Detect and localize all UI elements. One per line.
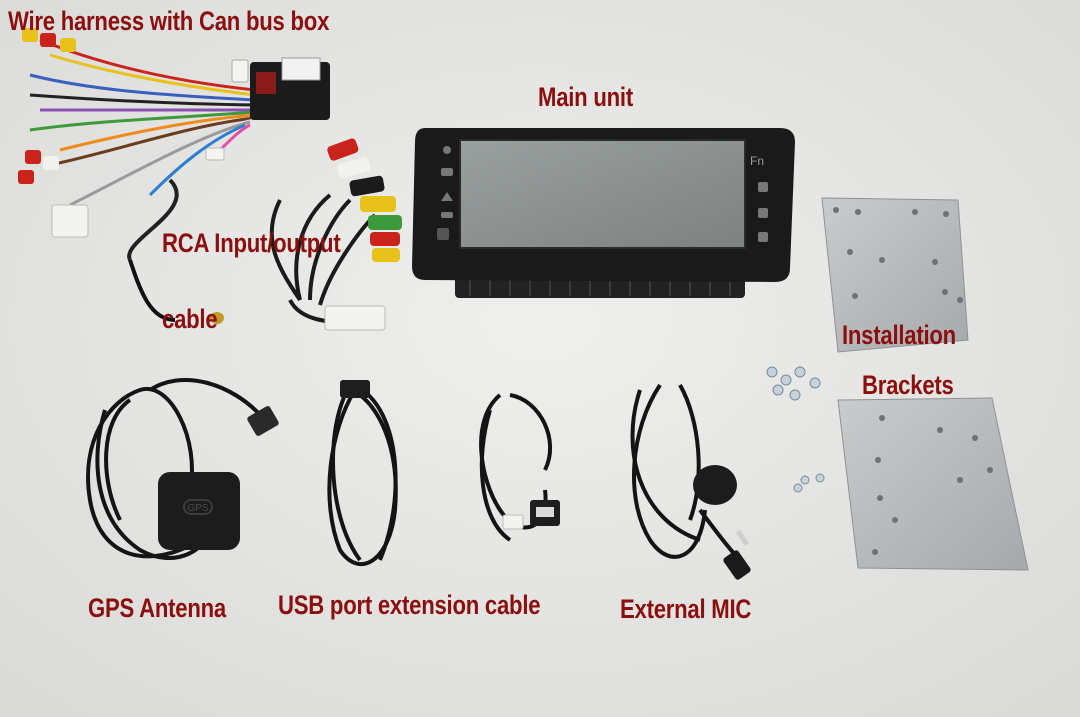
gps-puck-text: GPS [187, 503, 208, 514]
label-gps-antenna: GPS Antenna [88, 593, 226, 623]
rca-connector [324, 305, 386, 331]
label-brackets-line1: Installation [842, 320, 956, 350]
bracket-top [821, 197, 969, 353]
unit-screen [459, 139, 746, 249]
bracket-bottom [837, 397, 1029, 571]
unit-buttons-right [758, 182, 768, 242]
installation-brackets [766, 197, 1029, 571]
harness-connector [51, 204, 89, 238]
label-main-unit: Main unit [538, 82, 633, 112]
gps-puck [158, 472, 240, 550]
rca-cable [269, 138, 402, 331]
mic-capsule [693, 465, 737, 505]
label-rca-line1: RCA Input/output [162, 228, 341, 258]
usb-cable [327, 380, 560, 567]
gps-connector [247, 406, 279, 436]
usb-cable-end [340, 380, 370, 398]
main-unit: Fn [412, 128, 795, 298]
rca-plugs [327, 138, 402, 262]
gps-antenna: GPS [86, 378, 279, 561]
screws [766, 366, 825, 493]
unit-buttons-left [437, 146, 453, 240]
fn-button-label: Fn [750, 154, 764, 168]
label-rca-line2: cable [162, 304, 218, 334]
label-usb-cable: USB port extension cable [278, 590, 541, 620]
mic-plug [723, 550, 751, 580]
label-wire-harness: Wire harness with Can bus box [8, 6, 330, 36]
usb-header-connector [502, 514, 524, 530]
harness-small-connector [205, 147, 225, 161]
harness-rca-plugs [18, 28, 76, 184]
external-mic [630, 383, 751, 580]
label-external-mic: External MIC [620, 594, 752, 624]
label-brackets-line2: Brackets [862, 370, 954, 400]
canbus-sticker [281, 57, 321, 81]
wire-harness [18, 28, 330, 324]
